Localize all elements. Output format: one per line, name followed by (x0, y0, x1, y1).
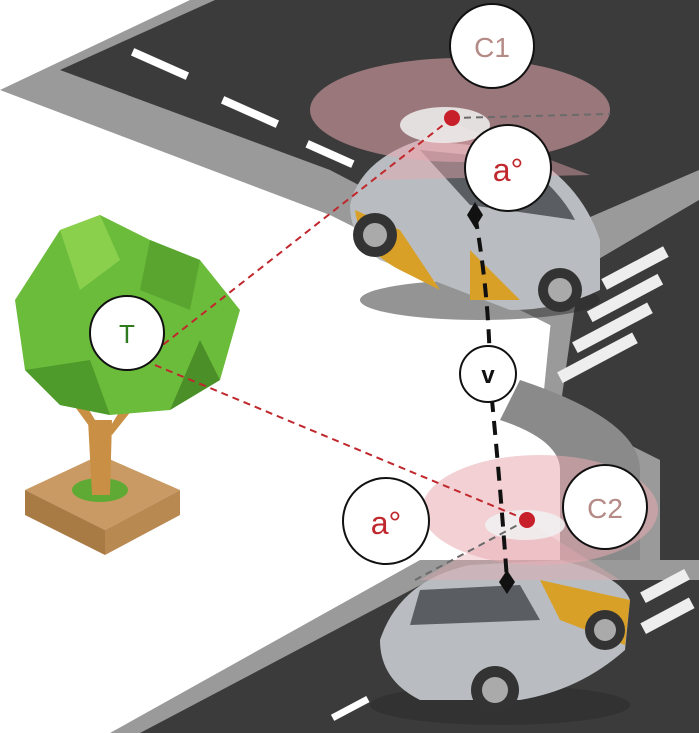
car-icon-bottom (370, 560, 630, 725)
target-label: T (89, 295, 165, 371)
svg-text:v: v (481, 362, 495, 389)
sight-lines (149, 117, 528, 521)
camera-icon-c1 (444, 110, 460, 126)
tree-icon (15, 215, 240, 555)
velocity-label: v (459, 345, 517, 403)
angle-label-bottom: a° (342, 477, 430, 565)
reference-lines (414, 113, 611, 581)
sight-line-c1-target (149, 117, 453, 356)
svg-text:C2: C2 (587, 493, 623, 524)
velocity-end-marker (499, 570, 515, 594)
reference-line-top (451, 113, 611, 119)
camera2-label: C2 (562, 464, 648, 550)
camera1-label: C1 (449, 3, 535, 89)
svg-text:T: T (119, 319, 135, 349)
camera-icon-c2 (519, 512, 535, 528)
svg-text:a°: a° (493, 152, 524, 188)
svg-text:a°: a° (371, 505, 402, 541)
angle-label-top: a° (464, 124, 552, 212)
svg-text:C1: C1 (474, 32, 510, 63)
velocity-start-marker (467, 202, 483, 228)
sight-line-c2-target (149, 362, 528, 521)
reference-line-bottom (414, 519, 528, 581)
